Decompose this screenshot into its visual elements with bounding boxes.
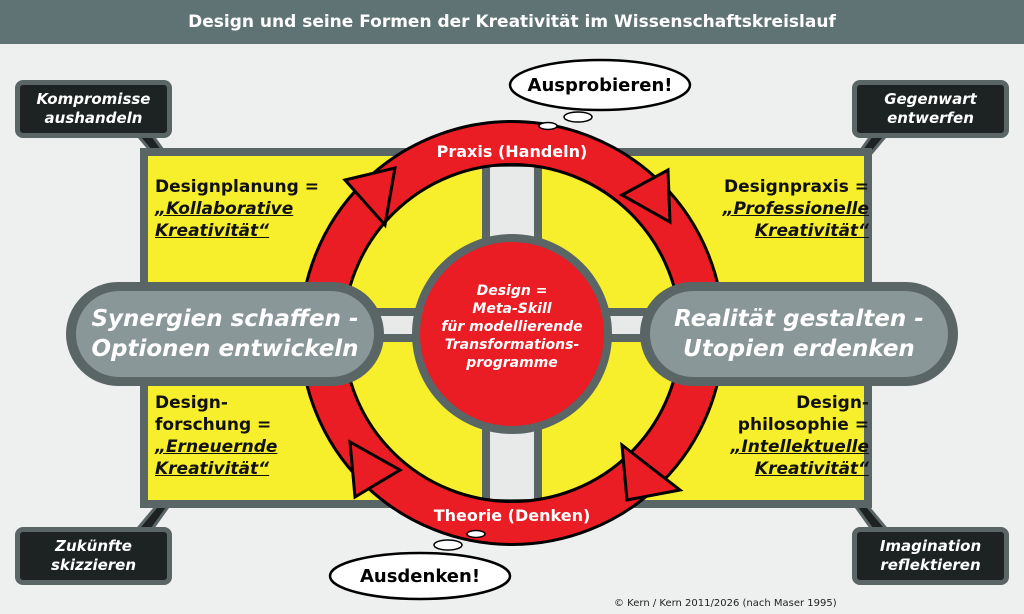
- quadrant-heading: philosophie =: [737, 415, 869, 435]
- center-line: programme: [466, 355, 558, 371]
- quadrant-creativity: „Intellektuelle: [730, 437, 869, 457]
- callout-text: Kompromisse: [36, 90, 151, 108]
- quadrant-top-left: Designplanung = „Kollaborative Kreativit…: [155, 176, 319, 242]
- quadrant-heading: Design-: [155, 393, 228, 413]
- copyright-note: © Kern / Kern 2011/2026 (nach Maser 1995…: [614, 598, 837, 609]
- arrowhead-bottom-left: [348, 439, 403, 500]
- callout-text: Imagination: [879, 537, 982, 555]
- thought-bubble-top: [508, 58, 692, 112]
- ring-label-praxis: Praxis (Handeln): [436, 142, 588, 161]
- pill-text: Realität gestalten -: [674, 306, 924, 332]
- center-line: Meta-Skill: [472, 301, 552, 317]
- bubble-ausdenken: Ausdenken!: [359, 565, 481, 587]
- center-line: für modellierende: [441, 319, 583, 335]
- quadrant-heading: Design-: [796, 393, 869, 413]
- callout-text: Zukünfte: [55, 537, 132, 555]
- callout-text: skizzieren: [50, 556, 137, 574]
- center-line: Transformations-: [444, 337, 580, 353]
- ring-label-theorie: Theorie (Denken): [433, 506, 591, 525]
- pill-left: Synergien schaffen - Optionen entwickeln: [76, 291, 374, 377]
- callout-text: aushandeln: [44, 109, 143, 127]
- quadrant-creativity: Kreativität“: [754, 459, 869, 479]
- quadrant-creativity: Kreativität“: [155, 221, 270, 241]
- pill-text: Utopien erdenken: [683, 336, 915, 362]
- quadrant-heading: Designplanung =: [155, 177, 319, 197]
- diagram-title: Design und seine Formen der Kreativität …: [188, 12, 836, 32]
- quadrant-creativity: Kreativität“: [155, 459, 270, 479]
- title-bar: Design und seine Formen der Kreativität …: [0, 0, 1024, 44]
- thought-bubble-bottom: [328, 551, 512, 601]
- center-circle: [420, 242, 604, 426]
- pill-text: Synergien schaffen -: [91, 306, 359, 332]
- pill-right: Realität gestalten - Utopien erdenken: [650, 291, 948, 377]
- quadrant-creativity: „Kollaborative: [155, 199, 294, 219]
- pill-text: Optionen entwickeln: [91, 336, 359, 362]
- arrowhead-bottom-right: [620, 441, 684, 502]
- center-line: Design =: [476, 283, 548, 299]
- arrowhead-top-left: [342, 166, 397, 229]
- quadrant-creativity: Kreativität“: [754, 221, 869, 241]
- bubble-ausprobieren: Ausprobieren!: [527, 74, 673, 96]
- quadrant-creativity: „Erneuernde: [155, 437, 278, 457]
- quadrant-heading: forschung =: [155, 415, 272, 435]
- quadrant-top-right: Designpraxis = „Professionelle Kreativit…: [723, 176, 869, 242]
- arrowhead-top-right: [618, 167, 672, 225]
- center-text: Design = Meta-Skill für modellierende Tr…: [422, 282, 602, 372]
- quadrant-creativity: „Professionelle: [722, 199, 869, 219]
- quadrant-bottom-right: Design- philosophie = „Intellektuelle Kr…: [731, 392, 869, 480]
- callout-text: Gegenwart: [884, 90, 977, 108]
- callout-text: reflektieren: [880, 556, 981, 574]
- quadrant-bottom-left: Design- forschung = „Erneuernde Kreativi…: [155, 392, 277, 480]
- callout-text: entwerfen: [887, 109, 974, 127]
- quadrant-heading: Designpraxis =: [724, 177, 869, 197]
